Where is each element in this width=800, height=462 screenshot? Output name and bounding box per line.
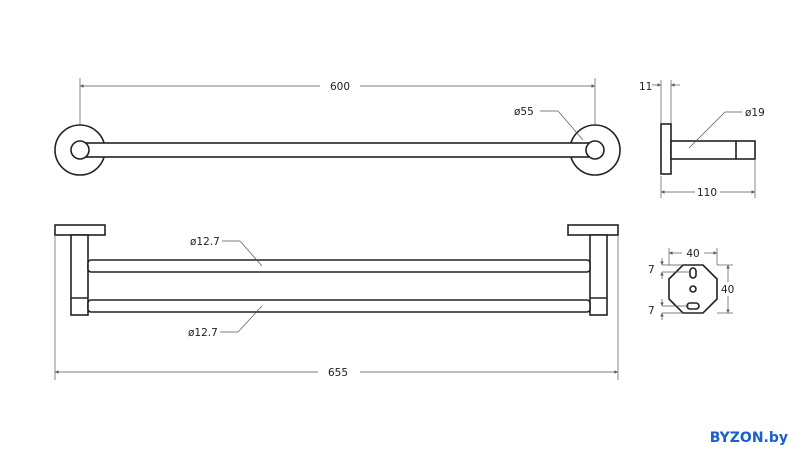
length-600-label: 600 xyxy=(330,81,350,93)
front-view: ø12.7 ø12.7 655 xyxy=(54,224,619,380)
lower-rod xyxy=(87,299,591,313)
top-offset-label: 7 xyxy=(648,264,655,276)
top-view: 600 ø55 xyxy=(54,78,621,176)
bottom-offset-label: 7 xyxy=(648,305,655,317)
top-rod xyxy=(85,142,590,158)
depth-label: 110 xyxy=(697,187,717,199)
rod-diameter-label: ø19 xyxy=(745,107,765,119)
flange-height-label: 40 xyxy=(721,284,734,296)
flange-diameter-label: ø55 xyxy=(514,106,534,118)
flange-view: 40 40 7 7 xyxy=(648,248,734,320)
overall-length-label: 655 xyxy=(328,367,348,379)
flange-thickness-label: 11 xyxy=(639,81,652,93)
upper-rod-diameter-label: ø12.7 xyxy=(190,236,220,248)
lower-rod-diameter-label: ø12.7 xyxy=(188,327,218,339)
flange-width-label: 40 xyxy=(686,248,699,260)
watermark: BYZON.by xyxy=(709,430,788,446)
side-view: 11 ø19 110 xyxy=(639,80,765,199)
upper-rod xyxy=(87,259,591,273)
